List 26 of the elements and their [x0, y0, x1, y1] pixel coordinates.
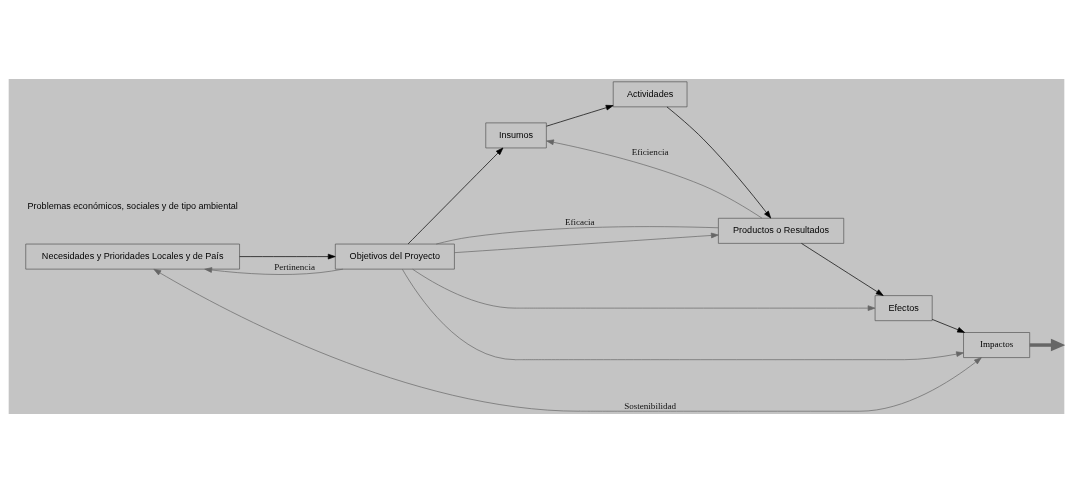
node-box: Necesidades y Prioridades Locales y de País — [25, 243, 240, 270]
arrow — [204, 267, 344, 275]
connector — [435, 226, 719, 245]
arrow — [412, 268, 876, 311]
arrow — [666, 106, 772, 219]
node-box: Productos o Resultados — [718, 217, 845, 244]
arrow — [407, 147, 504, 245]
arrow — [546, 139, 763, 219]
node-box: Objetivos del Proyecto — [334, 243, 455, 270]
arrow — [931, 319, 965, 333]
edge-label: Sostenibilidad — [624, 400, 677, 411]
node-box: Efectos — [874, 295, 933, 322]
edge-label: Eficiencia — [631, 146, 669, 157]
arrow — [801, 243, 884, 296]
arrow — [239, 253, 336, 260]
arrow — [1029, 338, 1065, 352]
node-box: Insumos — [485, 122, 547, 149]
arrow — [402, 268, 964, 361]
arrow — [153, 268, 982, 412]
node-box: Actividades — [612, 81, 688, 108]
node-box: Impactos — [963, 332, 1031, 358]
edge-label: Eficacia — [564, 216, 595, 227]
arrow — [454, 232, 719, 253]
label: Problemas económicos, sociales y de tipo ambiental — [27, 200, 238, 211]
edge-label: Pertinencia — [274, 262, 315, 273]
arrow — [546, 104, 614, 127]
